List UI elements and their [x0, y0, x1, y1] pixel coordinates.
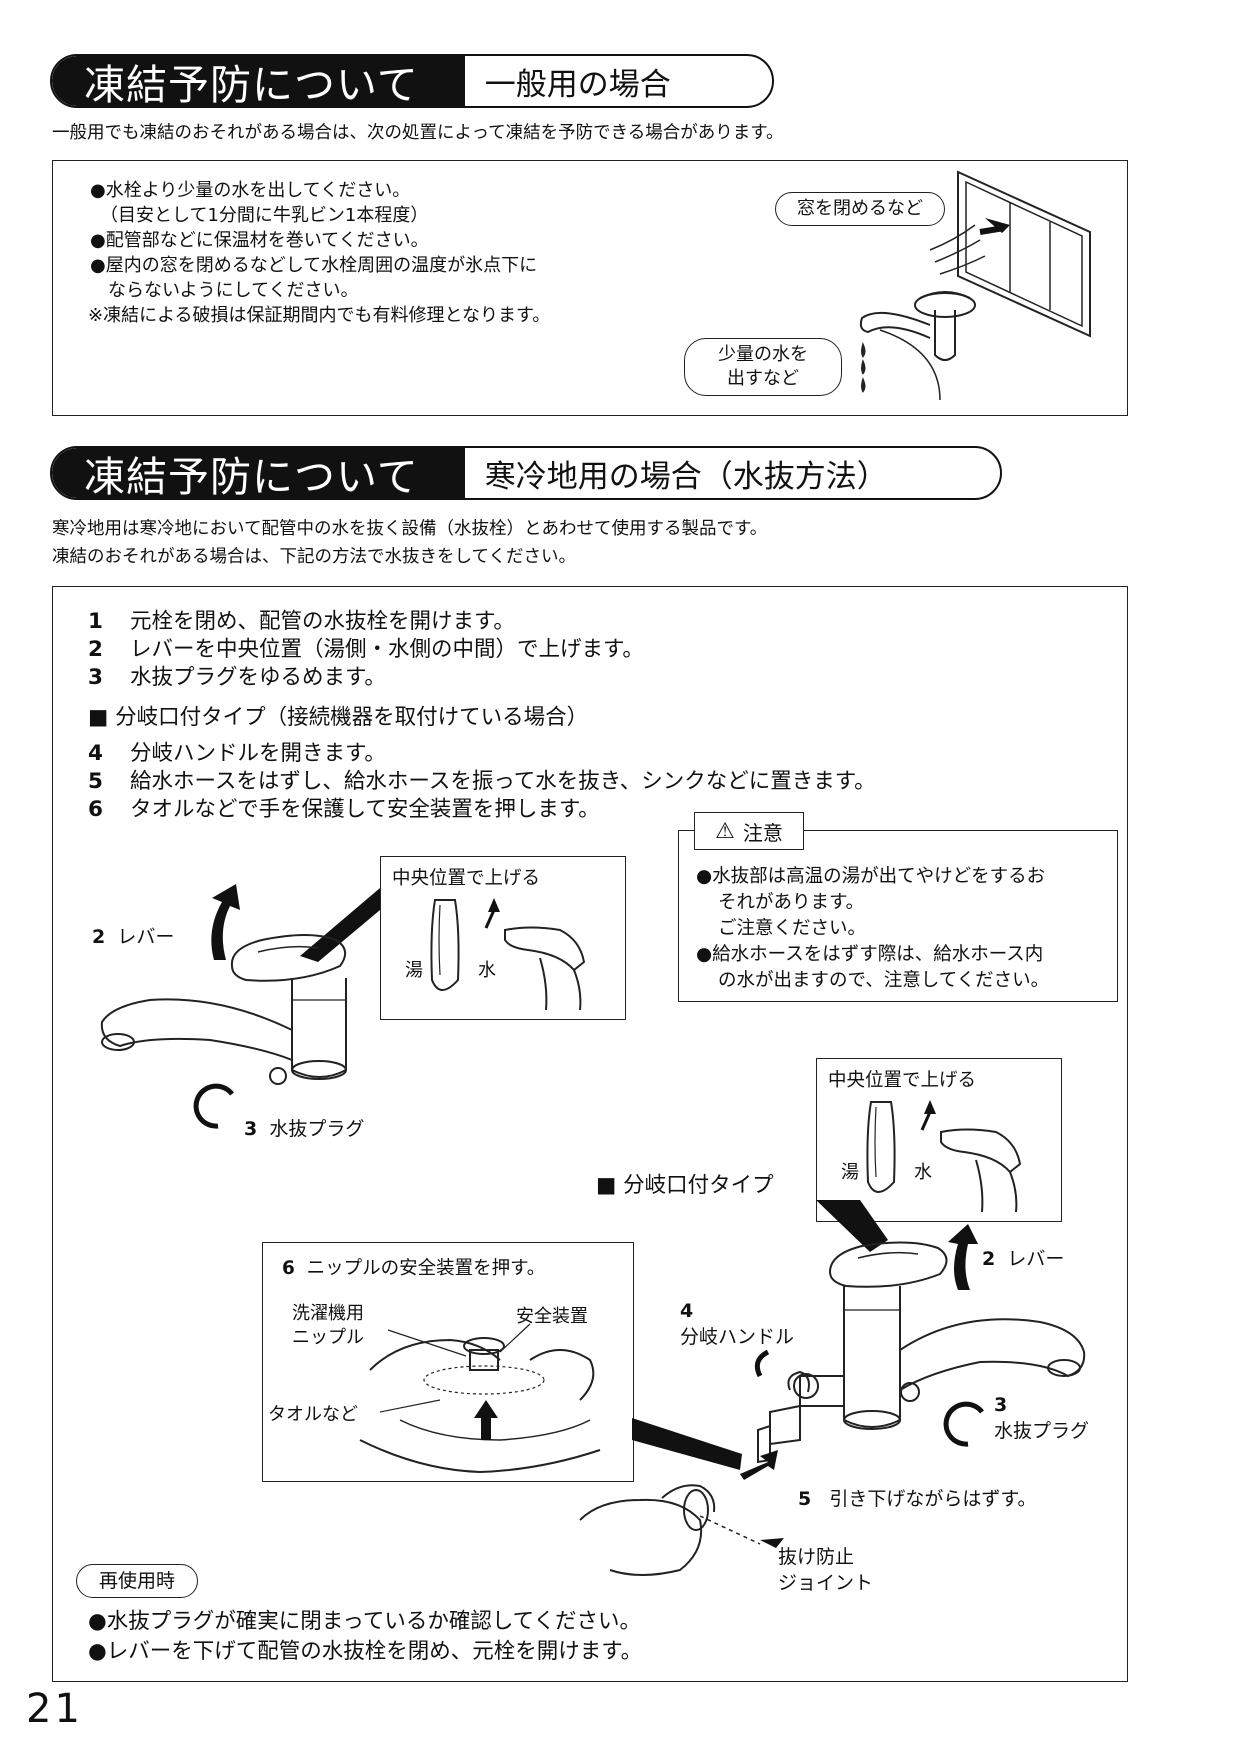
section1-line: ●水栓より少量の水を出してください。 — [90, 180, 411, 201]
section1-intro: 一般用でも凍結のおそれがある場合は、次の処置によって凍結を予防できる場合がありま… — [52, 123, 784, 143]
nipple-safety-label: 安全装置 — [516, 1306, 588, 1327]
section2-box — [52, 586, 1128, 1682]
section2-intro-1: 寒冷地用は寒冷地において配管中の水を抜く設備（水抜栓）とあわせて使用する製品です… — [52, 519, 768, 539]
diagram2-plug-label: 3 水抜プラグ — [994, 1394, 1090, 1442]
nipple-inset — [262, 1242, 634, 1482]
diagram2-hot: 湯 — [841, 1162, 859, 1183]
caution-line: の水が出ますので、注意してください。 — [718, 970, 1050, 991]
diagram1-lever-label: 2 レバー — [92, 926, 175, 948]
reuse-line: ●レバーを下げて配管の水抜栓を閉め、元栓を開けます。 — [88, 1639, 643, 1664]
callout-water-line1: 少量の水を — [718, 344, 808, 365]
caution-tab: ⚠ 注意 — [694, 812, 804, 850]
diagram2-inset — [816, 1058, 1062, 1222]
nipple-title: 6 ニップルの安全装置を押す。 — [282, 1258, 546, 1279]
diagram2-lever-label: 2 レバー — [982, 1248, 1065, 1270]
reuse-label: 再使用時 — [76, 1564, 198, 1598]
section1-line: （目安として1分間に牛乳ビン1本程度） — [100, 205, 429, 226]
caution-line: ●水抜部は高温の湯が出てやけどをするお — [696, 866, 1046, 887]
callout-water-line2: 出すなど — [727, 368, 799, 389]
reuse-line: ●水抜プラグが確実に閉まっているか確認してください。 — [88, 1609, 642, 1634]
section2-title: 凍結予防について — [52, 448, 465, 498]
caution-box — [678, 830, 1118, 1002]
diagram1-hot: 湯 — [405, 960, 423, 981]
diagram2-inset-title: 中央位置で上げる — [828, 1070, 977, 1091]
page-number: 21 — [26, 1686, 83, 1732]
section1-line: ※凍結による破損は保証期間内でも有料修理となります。 — [88, 305, 551, 326]
caution-line: ご注意ください。 — [718, 918, 867, 939]
section1-box — [52, 160, 1128, 416]
diagram1-inset-title: 中央位置で上げる — [392, 868, 541, 889]
caution-line: ●給水ホースをはずす際は、給水ホース内 — [696, 944, 1044, 965]
callout-water: 少量の水を 出すなど — [684, 338, 842, 396]
diagram2-handle-label: 4 分岐ハンドル — [680, 1300, 795, 1348]
diagram2-cold: 水 — [914, 1162, 932, 1183]
section1-line: ●配管部などに保温材を巻いてください。 — [90, 230, 429, 251]
section1-line: ●屋内の窓を閉めるなどして水栓周囲の温度が氷点下に — [90, 255, 538, 276]
section1-header: 凍結予防について 一般用の場合 — [50, 54, 774, 108]
nipple-washer-label: 洗濯機用 ニップル — [292, 1303, 364, 1348]
diagram2-joint-label: 抜け防止 ジョイント — [778, 1546, 874, 1594]
caution-line: それがあります。 — [718, 892, 865, 913]
diagram1-cold: 水 — [478, 960, 496, 981]
section1-title: 凍結予防について — [52, 56, 465, 106]
callout-window: 窓を閉めるなど — [775, 192, 945, 226]
caution-title: 注意 — [742, 820, 783, 845]
section2-header: 凍結予防について 寒冷地用の場合（水抜方法） — [50, 446, 1002, 500]
branch-heading: ■ 分岐口付タイプ（接続機器を取付けている場合） — [88, 705, 589, 730]
nipple-towel-label: タオルなど — [268, 1404, 358, 1425]
warning-icon: ⚠ — [715, 818, 735, 844]
diagram2-pull-label: 5 引き下げながらはずす。 — [798, 1488, 1037, 1510]
section2-intro-2: 凍結のおそれがある場合は、下記の方法で水抜きをしてください。 — [52, 547, 576, 567]
diagram2-type-label: ■ 分岐口付タイプ — [596, 1173, 774, 1198]
section1-line: ならないようにしてください。 — [108, 280, 359, 301]
section1-subtitle: 一般用の場合 — [484, 66, 671, 103]
section2-subtitle: 寒冷地用の場合（水抜方法） — [484, 458, 888, 495]
diagram1-plug-label: 3 水抜プラグ — [244, 1118, 365, 1140]
diagram1-inset — [380, 856, 626, 1020]
